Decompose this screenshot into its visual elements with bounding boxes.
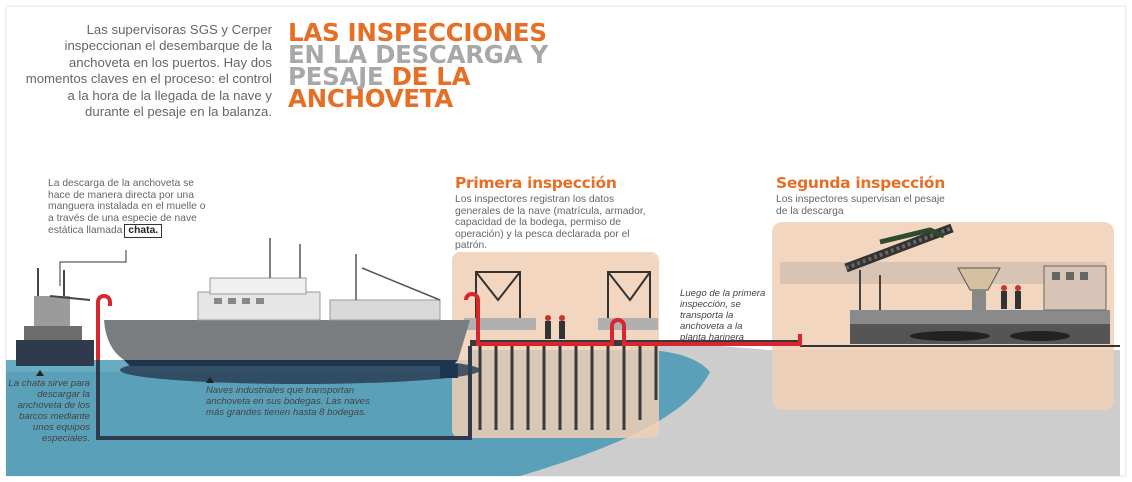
chata-note: La descarga de la anchoveta se hace de m… (48, 178, 208, 238)
chata-note-text: La descarga de la anchoveta se hace de m… (48, 178, 206, 237)
second-inspection-text: Los inspectores supervisan el pesaje de … (776, 194, 945, 217)
chata-pipe (96, 294, 112, 360)
chata-caption-marker (36, 370, 44, 376)
chata-barge (16, 268, 94, 366)
page-title: LAS INSPECCIONES EN LA DESCARGA Y PESAJE… (288, 18, 558, 113)
chata-pointer (59, 250, 127, 286)
ships-caption: Naves industriales que transportan ancho… (206, 385, 370, 418)
transport-pipe (464, 292, 802, 346)
intro-text: Las supervisoras SGS y Cerper inspeccion… (25, 22, 272, 120)
first-inspection-text: Los inspectores registran los datos gene… (455, 194, 646, 252)
ships-caption-marker (206, 377, 214, 383)
chata-label: chata. (124, 224, 163, 238)
title-line-3b: DE LA (391, 62, 471, 91)
transport-note: Luego de la primera inspección, se trans… (680, 288, 766, 343)
first-inspection-heading: Primera inspección (455, 174, 617, 192)
underwater-pipe (96, 340, 472, 440)
title-line-4: ANCHOVETA (288, 84, 453, 113)
title-line-1: LAS INSPECCIONES (288, 18, 547, 47)
second-inspection-heading: Segunda inspección (776, 174, 945, 192)
title-line-2: EN LA DESCARGA Y (288, 40, 548, 69)
title-line-3a: PESAJE (288, 62, 392, 91)
fishmeal-plant (780, 223, 1120, 347)
title-line-3: PESAJE DE LA (288, 64, 558, 89)
chata-caption: La chata sirve para descargar la anchove… (8, 378, 90, 444)
